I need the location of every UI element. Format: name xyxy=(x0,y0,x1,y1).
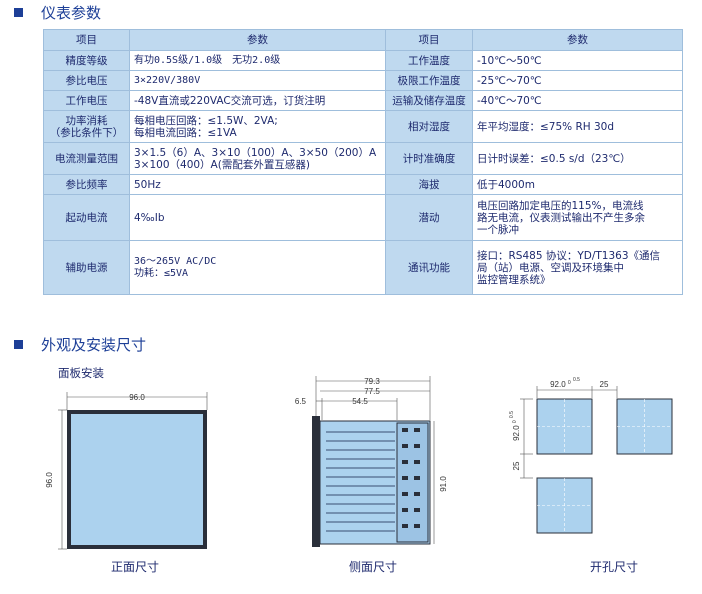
spec-table: 项目 参数 项目 参数 精度等级 有功0.5S级/1.0级 无功2.0级 工作温… xyxy=(43,29,683,295)
section-title-outline: 外观及安装尺寸 xyxy=(14,334,146,355)
table-row: 起动电流 4‰Ib 潜动 电压回路加定电压的115%，电流线 路无电流，仪表测试… xyxy=(43,194,683,241)
row-label: 参比电压 xyxy=(43,70,130,91)
row-value: 3×1.5（6）A、3×10（100）A、3×50（200）A 3×100（40… xyxy=(129,142,386,175)
row-value: 每相电压回路：≤1.5W、2VA; 每相电流回路：≤1VA xyxy=(129,110,386,143)
row-label: 起动电流 xyxy=(43,194,130,241)
cut-width-value: 92.0 xyxy=(550,380,566,389)
cut-width-tol-top: 0.5 xyxy=(573,377,580,383)
row-value: 有功0.5S级/1.0级 无功2.0级 xyxy=(129,50,386,71)
row-value: 低于4000m xyxy=(472,174,683,195)
row-value: 电压回路加定电压的115%，电流线 路无电流，仪表测试输出不产生多余 一个脉冲 xyxy=(472,194,683,241)
front-height-label: 96.0 xyxy=(45,472,54,488)
section-title-text: 外观及安装尺寸 xyxy=(41,336,147,354)
section-title-text: 仪表参数 xyxy=(41,4,102,22)
side-height-label: 91.0 xyxy=(439,476,448,492)
side-body-label: 77.5 xyxy=(364,387,380,396)
header-item-2: 项目 xyxy=(385,29,473,51)
front-view: 96.0 96.0 xyxy=(45,392,208,550)
cut-width-label: 92.0 0 0.5 xyxy=(550,377,580,389)
row-value: 36～265V AC/DC 功耗：≤5VA xyxy=(129,240,386,295)
table-row: 电流测量范围 3×1.5（6）A、3×10（100）A、3×50（200）A 3… xyxy=(43,142,683,175)
cutout-view-caption: 开孔尺寸 xyxy=(590,560,639,574)
cut-width-tol-bottom: 0 xyxy=(568,380,571,386)
cut-height-tol-bottom: 0 xyxy=(512,420,518,423)
row-label: 计时准确度 xyxy=(385,142,473,175)
cut-gap-v-label: 25 xyxy=(512,461,521,470)
row-value: -40℃～70℃ xyxy=(472,90,683,111)
header-param-1: 参数 xyxy=(129,29,386,51)
bullet-square-icon xyxy=(14,340,23,349)
cut-gap-h-label: 25 xyxy=(600,380,609,389)
row-label: 通讯功能 xyxy=(385,240,473,295)
row-value: 接口：RS485 协议：YD/T1363《通信 局（站）电源、空调及环境集中 监… xyxy=(472,240,683,295)
table-row: 精度等级 有功0.5S级/1.0级 无功2.0级 工作温度 -10℃～50℃ xyxy=(43,50,683,71)
header-param-2: 参数 xyxy=(472,29,683,51)
front-view-caption: 正面尺寸 xyxy=(111,560,160,574)
row-label: 海拔 xyxy=(385,174,473,195)
row-label: 极限工作温度 xyxy=(385,70,473,91)
row-label: 精度等级 xyxy=(43,50,130,71)
table-row: 功率消耗 （参比条件下） 每相电压回路：≤1.5W、2VA; 每相电流回路：≤1… xyxy=(43,110,683,143)
bullet-square-icon xyxy=(14,8,23,17)
row-value: 年平均湿度：≤75% RH 30d xyxy=(472,110,683,143)
side-view: 79.3 77.5 6.5 54.5 91.0 xyxy=(295,376,448,547)
cut-height-label: 92.0 0 0.5 xyxy=(509,411,521,441)
front-width-label: 96.0 xyxy=(129,393,145,402)
section-title-params: 仪表参数 xyxy=(14,2,101,23)
side-front-label: 6.5 xyxy=(295,397,307,406)
cut-height-tol-top: 0.5 xyxy=(509,411,515,418)
side-depth-label: 54.5 xyxy=(352,397,368,406)
row-label: 相对湿度 xyxy=(385,110,473,143)
row-value: 日计时误差：≤0.5 s/d（23℃） xyxy=(472,142,683,175)
row-value: 4‰Ib xyxy=(129,194,386,241)
cutout-view: 92.0 0 0.5 25 92.0 0 0.5 25 xyxy=(509,377,673,534)
row-value: -10℃～50℃ xyxy=(472,50,683,71)
side-total-label: 79.3 xyxy=(364,377,380,386)
row-value: -25℃～70℃ xyxy=(472,70,683,91)
table-header-row: 项目 参数 项目 参数 xyxy=(43,29,683,51)
row-label: 运输及储存温度 xyxy=(385,90,473,111)
cut-height-value: 92.0 xyxy=(512,425,521,441)
table-row: 辅助电源 36～265V AC/DC 功耗：≤5VA 通讯功能 接口：RS485… xyxy=(43,240,683,295)
panel-mount-label: 面板安装 xyxy=(58,366,104,380)
side-view-caption: 侧面尺寸 xyxy=(349,560,398,574)
